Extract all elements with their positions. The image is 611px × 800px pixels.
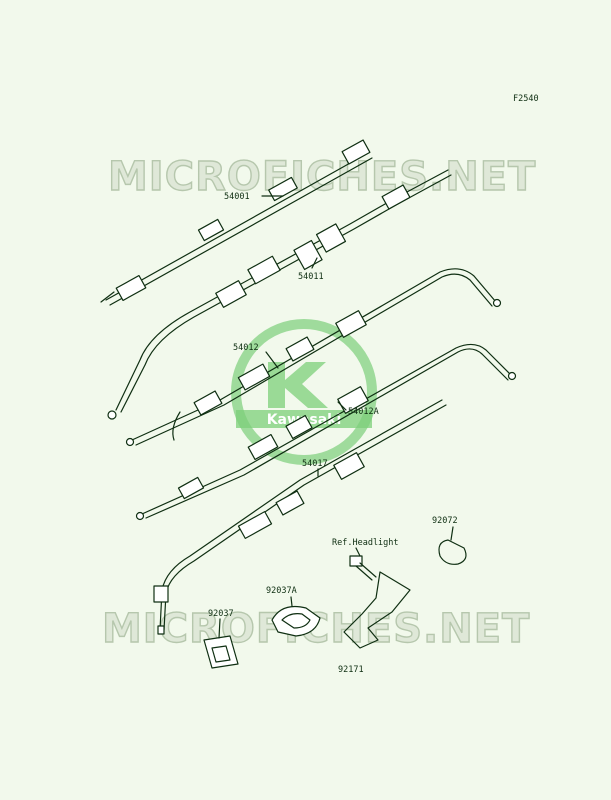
part-label-54017: 54017 <box>302 459 328 469</box>
part-label-54001: 54001 <box>224 192 250 202</box>
cable-54012 <box>125 268 502 447</box>
k-mark-icon <box>268 362 328 408</box>
watermark-bottom: MICROFICHES.NET <box>102 606 530 652</box>
watermark-top: MICROFICHES.NET <box>108 154 536 200</box>
part-label-54012: 54012 <box>233 343 259 353</box>
part-label-92037A: 92037A <box>266 586 297 596</box>
figure-code: F2540 <box>513 94 539 104</box>
part-label-92072: 92072 <box>432 516 458 526</box>
part-label-92171: 92171 <box>338 665 364 675</box>
clamp-92072 <box>438 526 467 565</box>
part-label-54012A: 54012A <box>348 407 379 417</box>
bracket-92171 <box>343 547 411 649</box>
cable-54001 <box>100 139 373 306</box>
grommet-92037A <box>271 596 321 637</box>
reference-note: Ref.Headlight <box>332 538 399 548</box>
cable-54012A <box>135 343 517 521</box>
cable-54017 <box>153 399 447 635</box>
part-label-54011: 54011 <box>298 272 324 282</box>
cable-54011 <box>107 169 452 420</box>
part-label-92037: 92037 <box>208 609 234 619</box>
leader-lines <box>261 195 347 477</box>
clamp-92037 <box>203 618 239 669</box>
